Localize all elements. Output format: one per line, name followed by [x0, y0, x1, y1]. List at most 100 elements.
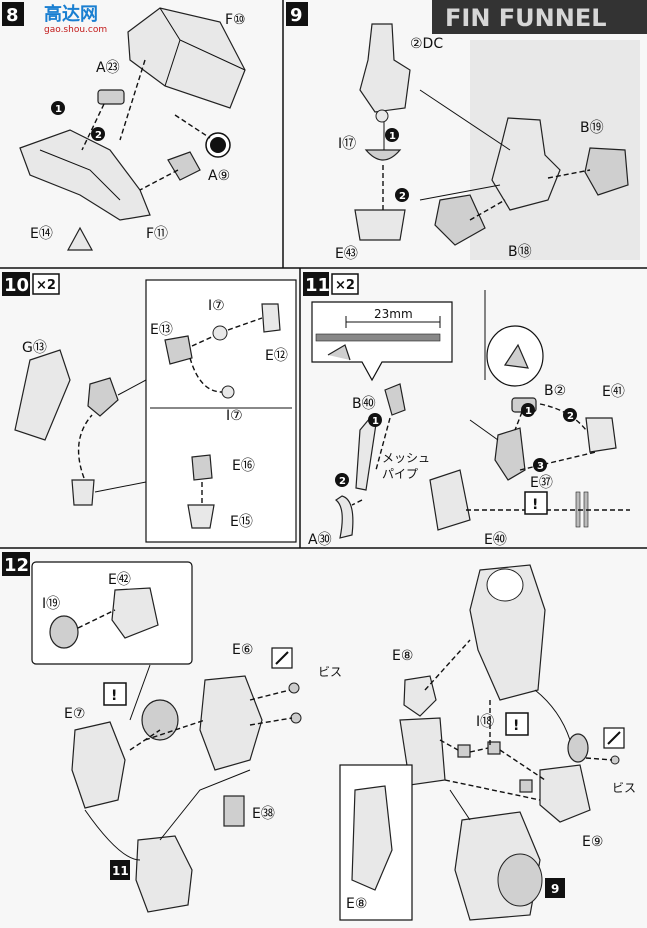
- step-10-panel: 10 ×2 G⑬ I⑦ E⑬ E⑫ I⑦ E⑯ E⑮: [2, 272, 297, 543]
- part-b18: [434, 194, 486, 246]
- seq-2b: 2: [339, 476, 346, 487]
- measure-23mm: 23mm: [374, 307, 413, 321]
- step-10-multiplier: ×2: [36, 278, 56, 293]
- part-assembly-9: [491, 117, 561, 211]
- label-e12: E⑫: [265, 348, 288, 364]
- step-10-number: 10: [4, 275, 29, 296]
- part-f10: [127, 7, 246, 109]
- label-mesh-2: パイプ: [382, 467, 418, 481]
- part-i7-upper: [212, 325, 228, 341]
- label-a30: A㉚: [308, 532, 332, 548]
- step-11-panel: 11 ×2 23mm ! 1 2 3 1: [303, 272, 630, 548]
- part-e7: [71, 721, 126, 809]
- part-e15: [187, 504, 215, 529]
- part-e7-ring: [141, 699, 179, 741]
- banner-title: FIN FUNNEL: [445, 4, 607, 32]
- label-b18: B⑱: [508, 244, 532, 260]
- svg-text:!: !: [513, 718, 519, 734]
- step-12-panel: 12 ! 11: [2, 552, 636, 921]
- label-b19: B⑲: [580, 120, 604, 136]
- part-i18-c: [519, 779, 533, 793]
- part-ball-joint: [71, 479, 95, 506]
- part-e41: [585, 417, 617, 453]
- part-i18-a: [457, 744, 471, 758]
- seq-1: 1: [55, 104, 62, 115]
- label-i17: I⑰: [338, 136, 356, 152]
- part-i17: [364, 149, 402, 161]
- step-8-panel: 8 1 2 A㉓ F⑩ A⑨ E⑭ F⑪: [2, 2, 246, 251]
- seq-1: 1: [389, 131, 396, 142]
- label-f11: F⑪: [146, 226, 168, 242]
- part-i7-lower: [221, 385, 235, 399]
- part-e40: [429, 469, 471, 531]
- part-a30: [334, 495, 354, 539]
- label-e8-inset: E⑧: [346, 896, 367, 912]
- part-e42: [111, 587, 159, 639]
- watermark-url: gao.shou.com: [44, 25, 107, 35]
- label-i18: I⑱: [476, 714, 494, 730]
- part-2dc: [359, 23, 411, 113]
- label-b40: B㊵: [352, 396, 376, 412]
- label-e6: E⑥: [232, 642, 253, 658]
- watermark-brand: 高达网: [44, 3, 98, 25]
- part-e9-ring: [567, 733, 589, 763]
- label-mesh-1: メッシュ: [382, 451, 430, 465]
- label-e7: E⑦: [64, 706, 85, 722]
- part-e6: [199, 675, 263, 771]
- label-f10: F⑩: [225, 12, 246, 28]
- label-g13: G⑬: [22, 340, 47, 356]
- label-e43: E㊸: [335, 246, 358, 262]
- screw-upper: [288, 682, 300, 694]
- label-a23: A㉓: [96, 60, 120, 76]
- part-i19: [49, 615, 79, 649]
- seq-2: 2: [567, 411, 574, 422]
- label-e8: E⑧: [392, 648, 413, 664]
- label-e41: E㊶: [602, 384, 625, 400]
- step-11-multiplier: ×2: [335, 278, 355, 293]
- ref-step-11: [110, 860, 130, 880]
- mesh-pipe-sample: [315, 333, 441, 342]
- seq-1b: 1: [372, 416, 379, 427]
- part-e12: [261, 303, 281, 333]
- part-g13: [14, 349, 71, 441]
- screw-right: [610, 755, 620, 765]
- part-assembly-11: [135, 835, 193, 913]
- seq-2: 2: [95, 130, 102, 141]
- part-torso-assembly: [469, 564, 546, 701]
- part-socket: [87, 377, 119, 417]
- label-e13: E⑬: [150, 322, 173, 338]
- part-e14: [66, 226, 94, 251]
- part-a9: [167, 151, 201, 181]
- svg-text:!: !: [532, 497, 538, 513]
- svg-text:!: !: [111, 688, 117, 704]
- caution-icon: [524, 491, 548, 515]
- part-e9: [539, 764, 591, 823]
- part-b2-clip: [494, 427, 526, 481]
- seq-3: 3: [537, 461, 544, 472]
- label-e14: E⑭: [30, 226, 53, 242]
- part-e16: [191, 454, 213, 481]
- caution-icon-i18: [505, 712, 529, 736]
- caution-icon-e7: [103, 682, 127, 706]
- label-b2: B②: [544, 383, 566, 399]
- label-e15: E⑮: [230, 514, 253, 530]
- label-e40: E㊵: [484, 532, 507, 548]
- part-e38: [223, 795, 245, 827]
- label-a9: A⑨: [208, 168, 230, 184]
- screw-lower: [290, 712, 302, 724]
- label-i7-upper: I⑦: [208, 298, 225, 314]
- watermark-logo: 高达网 gao.shou.com: [44, 3, 107, 35]
- step-12-number: 12: [4, 555, 29, 576]
- part-e13: [164, 335, 193, 365]
- ref-step-9: [545, 878, 565, 898]
- label-e42: E㊷: [108, 572, 131, 588]
- svg-text:9: 9: [551, 882, 559, 896]
- label-i7-lower: I⑦: [226, 408, 243, 424]
- part-a23: [97, 89, 125, 105]
- label-e37: E㊲: [530, 475, 553, 491]
- label-2dc: ②DC: [410, 36, 443, 52]
- svg-text:11: 11: [112, 864, 129, 878]
- seq-1: 1: [525, 406, 532, 417]
- step-8-number: 8: [6, 5, 19, 26]
